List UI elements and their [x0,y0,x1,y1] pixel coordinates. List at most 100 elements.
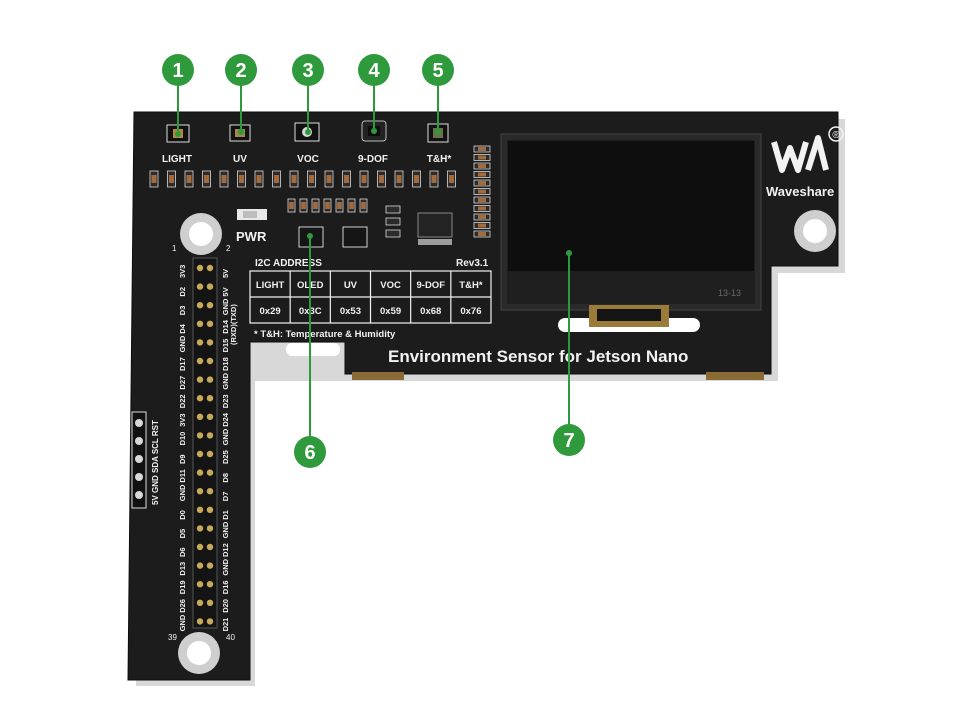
i2c-header-pin [135,437,143,445]
pin-label-right: D25 [221,450,230,464]
pwr-label: PWR [236,229,267,244]
header-pin [196,581,204,588]
i2c-table-header: VOC [380,280,401,291]
pin-label-left: 3V3 [178,265,187,278]
header-pin [206,581,214,588]
header-pin [206,562,214,569]
callout-dots [175,128,572,256]
i2c-table-title: I2C ADDRESS [255,258,322,269]
svg-text:2: 2 [235,60,246,82]
pin-label-left: GND [178,614,187,631]
oled-part-label: 13-13 [718,288,741,298]
callout-badge-7: 7 [553,424,585,456]
header-pin [206,357,214,365]
header-pin [196,506,204,513]
i2c-header-label: 5V GND SDA SCL RST [151,420,160,505]
pin-label-left: 3V3 [178,413,187,426]
i2c-table-header: LIGHT [256,280,285,291]
pin-label-left: D3 [178,306,187,316]
svg-text:4: 4 [368,60,380,82]
pin-label-left: D13 [178,562,187,576]
header-pin [196,413,204,420]
header-pin [196,357,204,365]
header-pin [206,488,214,495]
connector-tab [352,372,404,380]
board-title: Environment Sensor for Jetson Nano [388,347,688,366]
pin-label-left: D17 [178,357,187,371]
pin-label-left: D4 [178,323,187,333]
pin-label-right: D21 [221,618,230,632]
callout-lines [177,80,570,440]
i2c-pin-header [131,411,147,509]
pin-label-left: D9 [178,454,187,464]
header-pin [196,469,204,476]
header-pin [196,302,204,309]
svg-text:3: 3 [302,60,313,82]
i2c-header-pin [135,455,143,463]
header-pin [206,599,214,606]
pin-label-left: D19 [178,580,187,594]
pin40-label: 40 [226,633,235,642]
pin-label-left: D22 [178,394,187,408]
pin-label-left: GND [178,484,187,501]
sensor-label-9dof: 9-DOF [358,154,388,165]
pin-label-right: D18 [221,357,230,371]
callout-badge-4: 4 [358,54,390,86]
smd-component-cluster [287,198,401,238]
callout-badge-5: 5 [422,54,454,86]
header-pin [206,283,214,290]
pin-label-right: D15 [221,339,230,353]
header-pin [206,469,214,476]
oled-display [500,133,762,327]
header-pin [196,599,204,606]
header-pin [206,618,214,625]
mounting-hole [794,210,836,252]
header-pin [206,376,214,383]
pin-label-right: D1 [221,510,230,520]
pin-label-left: D6 [178,547,187,557]
callout-badge-3: 3 [292,54,324,86]
brand-label: Waveshare [766,184,834,199]
waveshare-logo-icon [771,126,844,173]
pin-label-right: 5V [221,287,230,296]
header-pin [196,543,204,551]
pin-label-right: D24 [221,412,230,427]
header-pin [206,506,214,513]
i2c-table-address: 0x76 [460,306,481,317]
i2c-table-header: UV [344,280,358,291]
i2c-table-address: 0x68 [420,306,441,317]
callout-badge-6: 6 [294,436,326,468]
mounting-hole [180,213,222,255]
pin39-label: 39 [168,633,177,642]
pin-label-right: D14 [221,319,230,334]
svg-text:7: 7 [563,430,574,452]
callout-badge-2: 2 [225,54,257,86]
registered-mark: ® [832,130,840,141]
svg-text:6: 6 [304,442,315,464]
pin-label-left: D2 [178,287,187,297]
i2c-table-address: 0x29 [260,306,281,317]
smd-part [385,205,401,214]
ic-qfn [417,212,453,245]
svg-text:1: 1 [172,60,183,82]
revision-label: Rev3.1 [456,258,489,269]
sensor-label-voc: VOC [297,154,319,165]
header-pin [206,302,214,309]
smd-part [385,217,401,226]
pin-label-left: D26 [178,599,187,613]
pin-label-left: GND [178,335,187,352]
smd-component-column [473,145,491,238]
smd-part [385,229,401,238]
header-pin [196,562,204,569]
header-pin [206,339,214,346]
header-pin [196,339,204,346]
header-pin [196,525,204,532]
power-led [237,209,267,220]
pin-label-right: D16 [221,580,230,594]
header-pin [206,395,214,402]
pin1-label: 1 [172,244,177,253]
sensor-label-th: T&H* [427,154,452,165]
i2c-table-header: 9-DOF [417,280,446,291]
connector-tab [706,372,764,380]
